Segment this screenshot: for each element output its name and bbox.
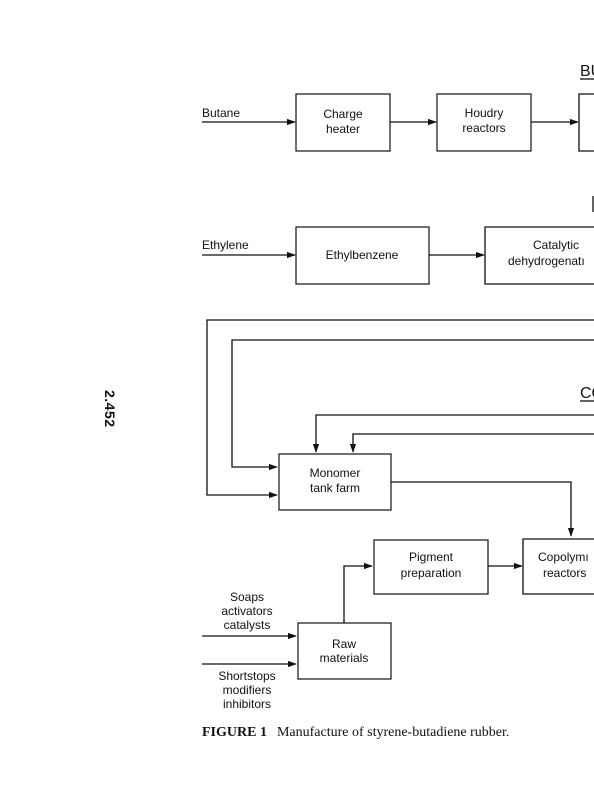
box-label-line: Charge [323, 107, 363, 121]
input-label-shortstops: inhibitors [223, 697, 271, 711]
box-label-line: materials [320, 651, 369, 665]
input-label-shortstops: Shortstops [218, 669, 275, 683]
box-pigment-preparation [373, 539, 489, 595]
input-label-soaps: Soaps [230, 590, 264, 604]
box-catalytic-dehydrogenation [484, 226, 594, 285]
box-label-line: reactors [462, 121, 505, 135]
box-monomer-tank-farm [278, 453, 392, 511]
box-raw-materials [297, 622, 392, 680]
box-copolymer-reactors [522, 538, 594, 595]
box-clipped-butadiene [578, 93, 594, 152]
input-label-butane: Butane [202, 106, 240, 120]
input-label-soaps: activators [221, 604, 272, 618]
box-charge-heater [295, 93, 391, 152]
box-label-line: Monomer [310, 466, 361, 480]
box-label-line: reactors [543, 566, 586, 580]
box-label-line: Raw [332, 637, 356, 651]
line-recycle-1-to-tank-farm [312, 414, 594, 453]
box-label-line: heater [326, 122, 360, 136]
arrow-tank-farm-to-copolymer-reactors [391, 481, 575, 537]
page-number: 2.452 [102, 390, 118, 428]
input-label-ethylene: Ethylene [202, 238, 249, 252]
arrow-raw-materials-to-pigment [343, 562, 373, 623]
box-label-line: Ethylbenzene [326, 248, 399, 262]
section-header-copolymer: CO [580, 385, 594, 402]
line-inner-feed-to-tank-farm [231, 339, 594, 471]
box-label-line: tank farm [310, 481, 360, 495]
box-label-line: Pigment [409, 550, 454, 564]
box-label-line: preparation [401, 566, 462, 580]
section-header-butadiene: BU [580, 63, 594, 80]
input-label-soaps: catalysts [224, 618, 271, 632]
input-label-shortstops: modifiers [223, 683, 272, 697]
line-recycle-2-to-tank-farm [349, 433, 594, 453]
box-label-line: Houdry [465, 106, 504, 120]
box-label-line: dehydrogenatı [508, 254, 585, 268]
line-outer-feed-to-tank-farm [206, 319, 594, 499]
box-label-line: Copolymı [538, 550, 589, 564]
figure-label: FIGURE 1 [202, 725, 267, 740]
figure-caption-text: Manufacture of styrene-butadiene rubber. [276, 725, 510, 740]
figure-caption: FIGURE 1 Manufacture of styrene-butadiene… [202, 725, 509, 741]
box-houdry-reactors [436, 93, 532, 152]
box-label-line: Catalytic [533, 238, 579, 252]
box-ethylbenzene [295, 226, 430, 285]
